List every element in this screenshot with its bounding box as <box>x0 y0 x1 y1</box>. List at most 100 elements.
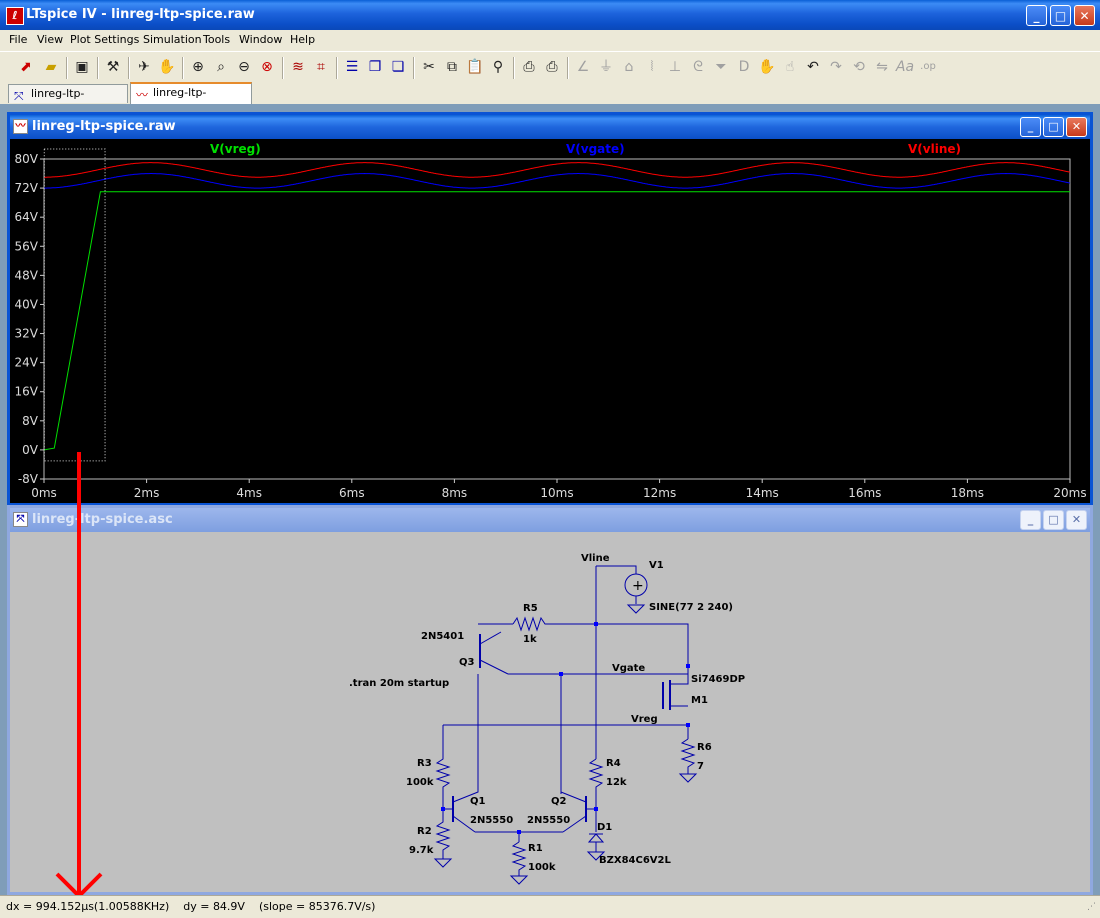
label-r2[interactable]: R2 <box>417 826 432 837</box>
trace-vvline <box>44 162 1071 178</box>
waveform-maximize-button[interactable]: □ <box>1043 117 1064 137</box>
capacitor-icon[interactable]: ⊥ <box>668 59 682 75</box>
label-icon[interactable]: ⌂ <box>624 59 634 75</box>
label-vline[interactable]: Vline <box>581 553 610 564</box>
label-r4-value[interactable]: 12k <box>606 777 627 788</box>
cascade-icon[interactable]: ❐ <box>368 59 382 75</box>
menu-help[interactable]: Help <box>290 33 316 46</box>
label-m1[interactable]: M1 <box>691 695 708 706</box>
label-q3-model[interactable]: 2N5401 <box>421 631 464 642</box>
label-r6-value[interactable]: 7 <box>697 761 704 772</box>
zoom-in-icon[interactable]: ⊕ <box>192 59 204 75</box>
paste-icon[interactable]: 📋 <box>466 59 484 75</box>
schematic-maximize-button[interactable]: □ <box>1043 510 1064 530</box>
label-r1[interactable]: R1 <box>528 843 543 854</box>
menu-file[interactable]: File <box>9 33 28 46</box>
ltspice-logo-icon[interactable]: ℓ <box>6 7 24 25</box>
wire-icon[interactable]: ∠ <box>576 59 590 75</box>
schematic-close-button[interactable]: ✕ <box>1066 510 1087 530</box>
control-panel-icon[interactable]: ⚒ <box>106 59 120 75</box>
schematic-window-title-bar: ⤧ linreg-ltp-spice.asc _ □ ✕ <box>10 508 1090 532</box>
label-q2[interactable]: Q2 <box>551 796 567 807</box>
waveform-minimize-button[interactable]: _ <box>1020 117 1041 137</box>
label-r5-value[interactable]: 1k <box>523 634 537 645</box>
add-trace-icon[interactable]: ⌗ <box>317 59 325 75</box>
rotate-icon[interactable]: ⟲ <box>853 59 865 75</box>
schematic-window-title: linreg-ltp-spice.asc <box>32 512 173 527</box>
zoom-fit-icon[interactable]: ⊗ <box>261 59 273 75</box>
print-icon[interactable]: ⎙ <box>546 59 558 75</box>
zoom-out-icon[interactable]: ⊖ <box>238 59 250 75</box>
move-icon[interactable]: ✋ <box>758 59 776 75</box>
label-r6[interactable]: R6 <box>697 742 712 753</box>
waveform-close-button[interactable]: ✕ <box>1066 117 1087 137</box>
resize-grip-icon[interactable]: ⋰ <box>1087 902 1096 912</box>
y-tick-label: 24V <box>15 356 39 370</box>
cut-icon[interactable]: ✂ <box>423 59 435 75</box>
maximize-button[interactable]: □ <box>1050 5 1071 26</box>
label-r1-value[interactable]: 100k <box>528 862 556 873</box>
minimize-button[interactable]: _ <box>1026 5 1047 26</box>
menu-simulation[interactable]: Simulation <box>143 33 202 46</box>
spice-directive-icon[interactable]: .op <box>920 61 936 72</box>
label-r5[interactable]: R5 <box>523 603 538 614</box>
label-d1-model[interactable]: BZX84C6V2L <box>599 855 671 866</box>
label-r4[interactable]: R4 <box>606 758 621 769</box>
ground-icon[interactable]: ⏚ <box>599 59 613 75</box>
label-r3[interactable]: R3 <box>417 758 432 769</box>
text-icon[interactable]: Aa <box>895 59 915 75</box>
label-vreg[interactable]: Vreg <box>631 714 658 725</box>
label-q1[interactable]: Q1 <box>470 796 486 807</box>
resistor-icon[interactable]: ⦚ <box>650 59 654 75</box>
tab-waveform[interactable]: 〰 linreg-ltp-spice.raw <box>130 82 252 117</box>
run-icon[interactable]: ✈ <box>138 59 150 75</box>
schematic-minimize-button[interactable]: _ <box>1020 510 1041 530</box>
undo-icon[interactable]: ↶ <box>807 59 819 75</box>
schematic-canvas[interactable]: + Vline V1 SINE(77 2 240) R5 1k 2N5401 Q… <box>10 532 1090 892</box>
label-m1-model[interactable]: Si7469DP <box>691 674 745 685</box>
label-r3-value[interactable]: 100k <box>406 777 434 788</box>
menu-window[interactable]: Window <box>239 33 283 46</box>
menu-tools[interactable]: Tools <box>203 33 231 46</box>
zoom-area-icon[interactable]: ⌕ <box>217 59 225 75</box>
x-tick-label: 12ms <box>643 486 676 500</box>
save-icon[interactable]: ▣ <box>75 59 89 75</box>
x-tick-label: 2ms <box>134 486 160 500</box>
new-schematic-icon[interactable]: ⬈ <box>20 59 32 75</box>
tab-schematic[interactable]: ⤧ linreg-ltp-spice.asc <box>8 84 128 118</box>
tile-horizontal-icon[interactable]: ☰ <box>345 59 359 75</box>
label-r2-value[interactable]: 9.7k <box>409 845 434 856</box>
tile-vertical-icon[interactable]: ❏ <box>391 59 405 75</box>
label-vgate[interactable]: Vgate <box>612 663 645 674</box>
inductor-icon[interactable]: ᘓ <box>693 59 703 75</box>
copy-icon[interactable]: ⧉ <box>447 59 457 75</box>
menu-plot-settings[interactable]: Plot Settings <box>70 33 140 46</box>
main-title-bar: ℓ LTspice IV - linreg-ltp-spice.raw _ □ … <box>0 0 1100 30</box>
label-v1-value[interactable]: SINE(77 2 240) <box>649 602 733 613</box>
y-tick-label: 32V <box>15 327 39 341</box>
y-tick-label: 64V <box>15 210 39 224</box>
autorange-icon[interactable]: ≋ <box>292 59 304 75</box>
find-icon[interactable]: ⚲ <box>492 59 504 75</box>
mirror-icon[interactable]: ⇋ <box>876 59 888 75</box>
spice-directive[interactable]: .tran 20m startup <box>349 678 449 689</box>
drag-icon[interactable]: ☝ <box>785 59 795 75</box>
label-q2-model[interactable]: 2N5550 <box>527 815 570 826</box>
label-q3[interactable]: Q3 <box>459 657 475 668</box>
x-tick-label: 8ms <box>442 486 468 500</box>
open-icon[interactable]: ▰ <box>45 59 57 75</box>
diode-icon[interactable]: ⏷ <box>715 59 727 75</box>
redo-icon[interactable]: ↷ <box>830 59 842 75</box>
label-q1-model[interactable]: 2N5550 <box>470 815 513 826</box>
component-icon[interactable]: D <box>738 59 750 75</box>
label-d1[interactable]: D1 <box>597 822 612 833</box>
y-tick-label: 8V <box>22 414 39 428</box>
close-button[interactable]: ✕ <box>1074 5 1095 26</box>
menu-view[interactable]: View <box>37 33 64 46</box>
status-text: dx = 994.152µs(1.00588KHz) dy = 84.9V (s… <box>6 900 376 913</box>
print-preview-icon[interactable]: ⎙ <box>523 59 535 75</box>
halt-icon[interactable]: ✋ <box>158 59 176 75</box>
label-v1[interactable]: V1 <box>649 560 664 571</box>
